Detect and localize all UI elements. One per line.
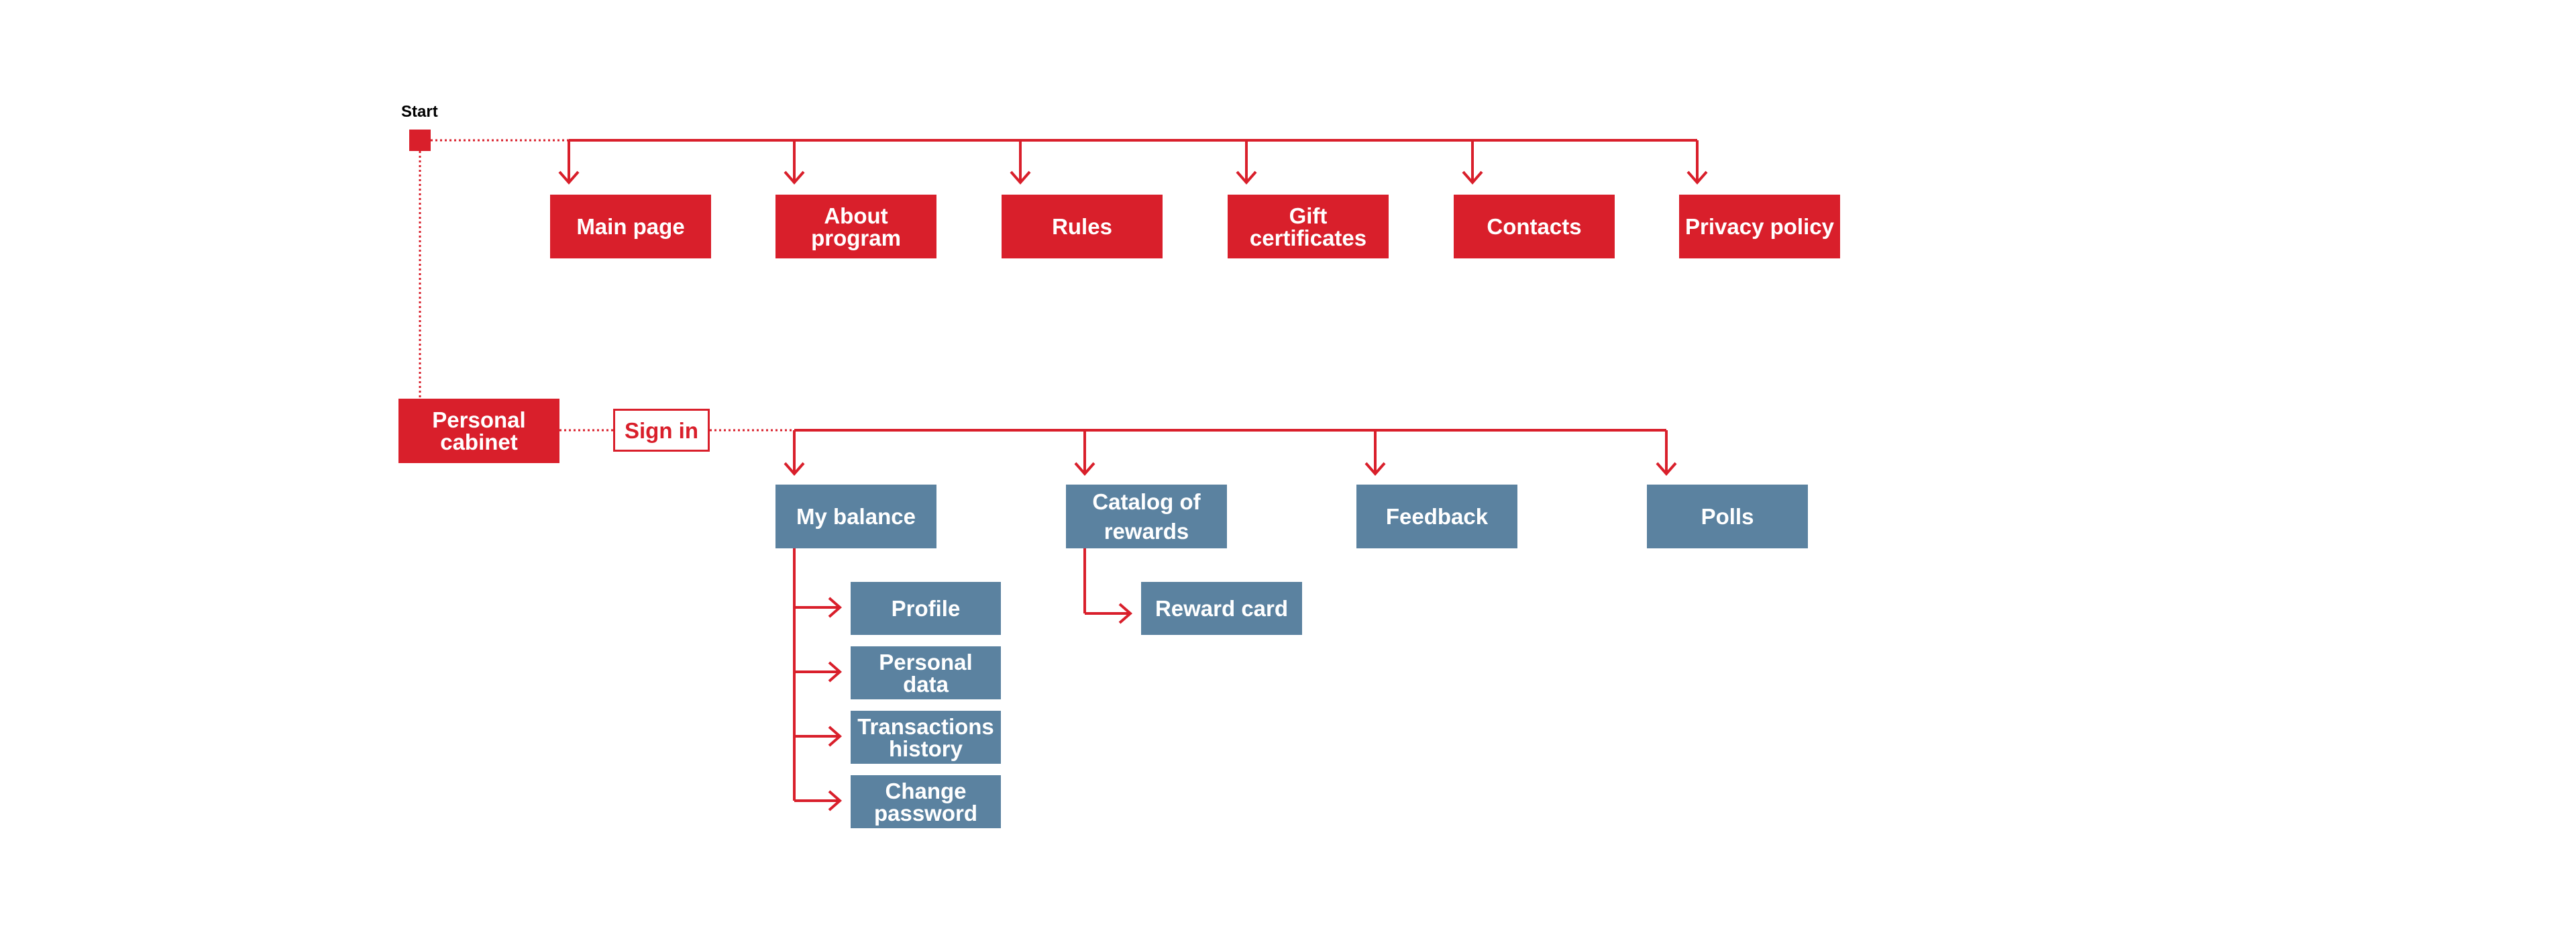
page-rules[interactable]: Rules	[1002, 195, 1163, 258]
public-page-arrow-2-head	[1010, 170, 1031, 185]
subpage-reward-card[interactable]: Reward card	[1141, 582, 1302, 635]
public-page-arrow-4-head	[1462, 170, 1483, 185]
subpage-profile-label: Profile	[891, 596, 961, 621]
public-page-arrow-3-head	[1236, 170, 1257, 185]
start-label: Start	[401, 103, 438, 121]
section-arrow-3-head	[1656, 462, 1677, 477]
page-rules-label: Rules	[1052, 214, 1112, 239]
balance-sub-arrow-2-head	[828, 726, 843, 747]
public-page-arrow-5-head	[1686, 170, 1708, 185]
section-polls-label: Polls	[1701, 504, 1754, 529]
page-privacy-policy[interactable]: Privacy policy	[1679, 195, 1840, 258]
balance-sub-arrow-3-head	[828, 790, 843, 811]
page-main[interactable]: Main page	[550, 195, 711, 258]
subpage-reward-card-label: Reward card	[1155, 596, 1289, 621]
section-my-balance-label: My balance	[796, 504, 916, 529]
sign-in-gate[interactable]: Sign in	[613, 409, 710, 452]
section-feedback-label: Feedback	[1385, 504, 1489, 529]
section-feedback[interactable]: Feedback	[1356, 485, 1517, 548]
catalog-sub-arrow-0-head	[1118, 603, 1133, 624]
section-arrow-1-head	[1074, 462, 1095, 477]
section-my-balance[interactable]: My balance	[775, 485, 936, 548]
sign-in-label: Sign in	[625, 417, 698, 443]
balance-sub-arrow-0-head	[828, 597, 843, 618]
section-arrow-0-head	[784, 462, 805, 477]
balance-sub-arrow-1-head	[828, 661, 843, 683]
section-polls[interactable]: Polls	[1647, 485, 1808, 548]
subpage-profile[interactable]: Profile	[851, 582, 1001, 635]
start-node	[409, 130, 431, 151]
page-contacts-label: Contacts	[1487, 214, 1582, 239]
page-contacts[interactable]: Contacts	[1454, 195, 1615, 258]
public-page-arrow-1-head	[784, 170, 805, 185]
page-main-label: Main page	[576, 214, 685, 239]
public-page-arrow-0-head	[558, 170, 580, 185]
section-arrow-2-head	[1364, 462, 1386, 477]
page-privacy-policy-label: Privacy policy	[1685, 214, 1834, 239]
